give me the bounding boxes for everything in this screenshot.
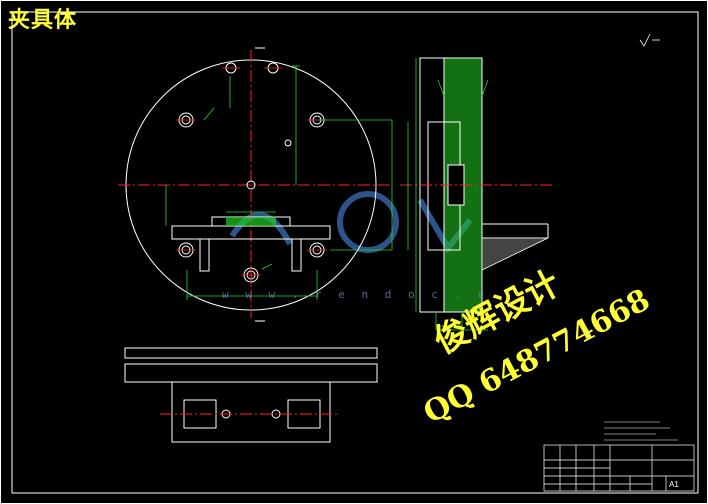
roughness-symbol — [639, 33, 660, 47]
sheet-size-label: A1 — [669, 480, 679, 489]
top-view — [118, 47, 393, 322]
front-view — [124, 347, 378, 443]
side-section-view — [400, 57, 552, 331]
title-block — [543, 444, 695, 492]
technical-notes — [604, 421, 678, 441]
page-title: 夹具体 — [8, 8, 78, 33]
watermark-url: w w w . r e n d o c . c — [222, 288, 490, 301]
inner-frame — [11, 11, 699, 494]
